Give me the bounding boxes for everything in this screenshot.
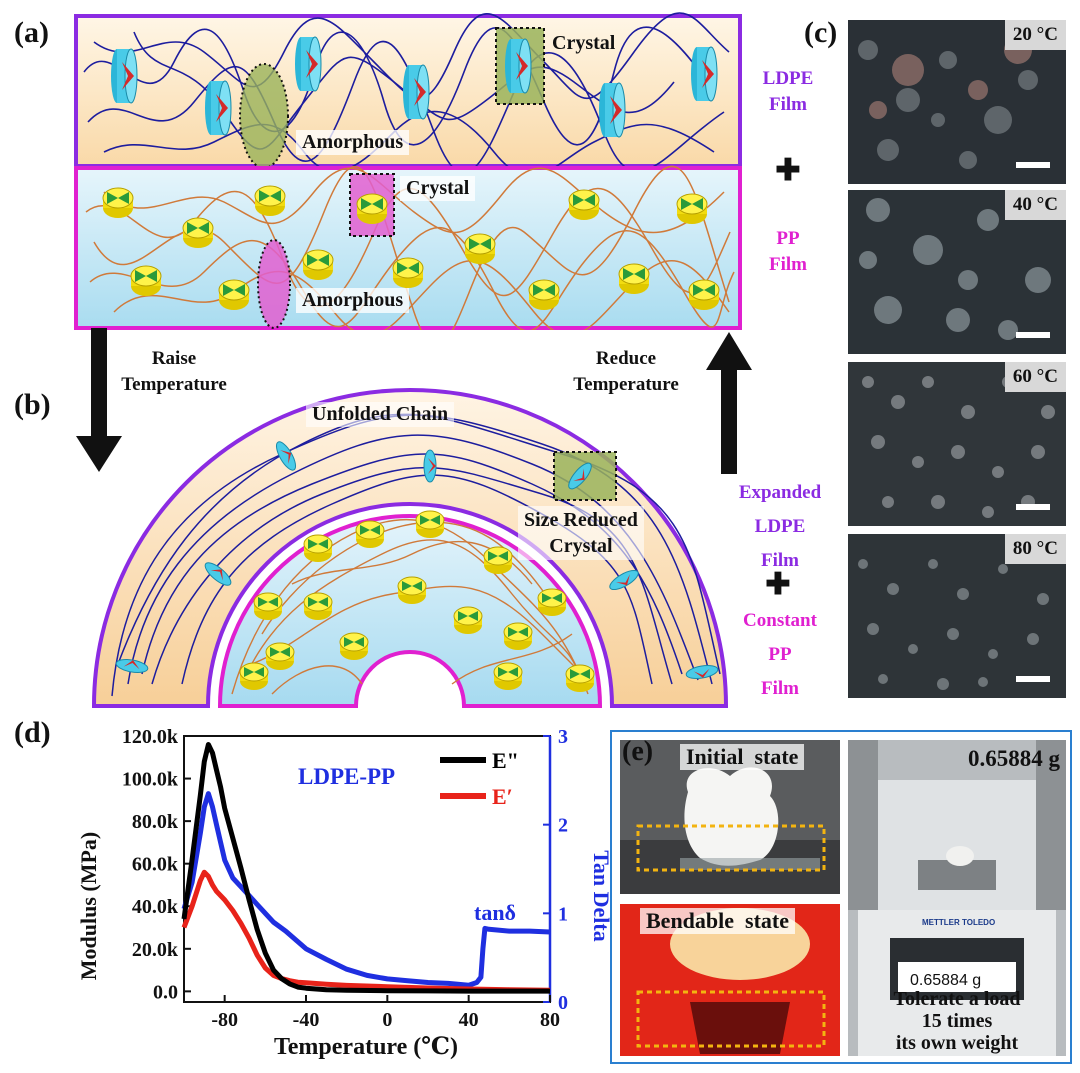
reduce-arrow-icon bbox=[706, 332, 752, 474]
micrograph-texture bbox=[848, 534, 1066, 698]
x-tick-label: 40 bbox=[459, 1009, 479, 1031]
balance-photo: METTLER TOLEDO 0.65884 g 0.65884 g Toler… bbox=[848, 740, 1066, 1056]
initial-state-photo: Initial state bbox=[620, 740, 840, 894]
raise-temperature-label: Raise Temperature bbox=[121, 348, 227, 395]
scale-bar bbox=[1016, 162, 1050, 168]
mass-reading: 0.65884 g bbox=[968, 746, 1060, 771]
constant-pp-film-label: Constant PP Film bbox=[743, 610, 817, 699]
panel-label-b: (b) bbox=[14, 388, 51, 421]
series-lines bbox=[181, 742, 551, 994]
micrograph-temp-20: 20 °C bbox=[1004, 20, 1066, 50]
micrograph-texture bbox=[848, 20, 1066, 184]
scale-bar bbox=[1016, 332, 1050, 338]
y-tick-label: 40.0k bbox=[132, 896, 179, 918]
ldpe-amorphous-label: Amorphous bbox=[296, 130, 410, 155]
balance-scene bbox=[848, 740, 1066, 1056]
plus-icon: ✚ bbox=[775, 154, 801, 187]
legend: E" E′ bbox=[440, 748, 519, 809]
y-tick-label: 20.0k bbox=[132, 939, 179, 961]
scale-bar bbox=[1016, 676, 1050, 682]
expanded-ldpe-film-label: Expanded LDPE Film bbox=[738, 482, 822, 571]
micrograph-temp-40: 40 °C bbox=[1004, 190, 1066, 220]
y-tick-label: 80.0k bbox=[132, 811, 179, 833]
load-caption: Tolerate a load 15 times its own weight bbox=[893, 988, 1021, 1054]
x-tick-label: 80 bbox=[540, 1009, 560, 1031]
series-tan-delta bbox=[181, 791, 551, 988]
tan-delta-label: tanδ bbox=[474, 900, 516, 925]
balance-display-reading: 0.65884 g bbox=[910, 972, 982, 989]
micrograph-20c: 20 °C bbox=[848, 20, 1066, 184]
ldpe-amorphous-region bbox=[239, 63, 289, 169]
series-e-double-prime bbox=[181, 742, 550, 994]
size-reduced-crystal-label: Size Reduced Crystal bbox=[518, 506, 644, 560]
dma-chart: 0.0 20.0k 40.0k 60.0k 80.0k 100.0k 120.0k 0 1 2 3… bbox=[76, 726, 610, 1060]
panel-label-e: (e) bbox=[622, 736, 654, 767]
x-tick-label: 0 bbox=[382, 1009, 392, 1031]
series-e-prime bbox=[181, 869, 551, 993]
chart-annotation: LDPE-PP bbox=[298, 764, 395, 789]
panel-label-a: (a) bbox=[14, 16, 49, 49]
bendable-state-photo: Bendable state bbox=[620, 904, 840, 1056]
panel-label-d: (d) bbox=[14, 716, 51, 749]
x-tick-label: -80 bbox=[211, 1009, 238, 1031]
plot-frame bbox=[183, 735, 552, 1003]
y-axis-ticks: 0.0 20.0k 40.0k 60.0k 80.0k 100.0k 120.0k bbox=[122, 726, 191, 1003]
bendable-state-label: Bendable state bbox=[640, 908, 795, 934]
scale-bar bbox=[1016, 504, 1050, 510]
initial-state-label: Initial state bbox=[680, 744, 805, 770]
micrograph-40c: 40 °C bbox=[848, 190, 1066, 354]
ldpe-crystal-label: Crystal bbox=[552, 32, 616, 54]
micrograph-temp-80: 80 °C bbox=[1004, 534, 1066, 564]
x-tick-label: -40 bbox=[293, 1009, 320, 1031]
balance-brand: METTLER TOLEDO bbox=[922, 918, 996, 927]
y-tick-label: 100.0k bbox=[122, 769, 179, 791]
y-tick-label: 60.0k bbox=[132, 854, 179, 876]
x-axis-ticks: -80 -40 0 40 80 bbox=[211, 995, 560, 1031]
micrograph-temp-60: 60 °C bbox=[1004, 362, 1066, 392]
y2-tick-label: 0 bbox=[558, 992, 568, 1014]
panel-a-diagram bbox=[74, 12, 742, 330]
y-axis-title: Modulus (MPa) bbox=[76, 832, 101, 981]
raise-arrow-icon bbox=[76, 328, 122, 472]
panel-label-c: (c) bbox=[804, 16, 838, 49]
y2-axis-title: Tan Delta bbox=[589, 850, 610, 941]
y2-tick-label: 1 bbox=[558, 903, 568, 925]
y-tick-label: 0.0 bbox=[153, 981, 178, 1003]
y2-tick-label: 3 bbox=[558, 726, 568, 748]
plus-icon-b: ✚ bbox=[765, 568, 791, 601]
pp-amorphous-region bbox=[257, 239, 291, 329]
x-axis-title: Temperature (℃) bbox=[274, 1034, 458, 1060]
micrograph-60c: 60 °C bbox=[848, 362, 1066, 526]
y2-tick-label: 2 bbox=[558, 815, 568, 837]
y-tick-label: 120.0k bbox=[122, 726, 179, 748]
reduce-temperature-label: Reduce Temperature bbox=[573, 348, 679, 395]
y2-axis-ticks: 0 1 2 3 bbox=[543, 726, 568, 1014]
ldpe-film-label: LDPE Film bbox=[762, 68, 814, 115]
legend-label-e-prime: E′ bbox=[492, 784, 513, 809]
pp-crystal-label: Crystal bbox=[400, 176, 476, 201]
legend-label-e-double-prime: E" bbox=[492, 748, 519, 773]
panel-e-frame: Initial state (e) Bendable state METTLER… bbox=[610, 730, 1072, 1064]
pp-amorphous-label: Amorphous bbox=[296, 288, 410, 313]
unfolded-chain-label: Unfolded Chain bbox=[306, 402, 455, 427]
pp-film-label: PP Film bbox=[769, 228, 807, 275]
micrograph-80c: 80 °C bbox=[848, 534, 1066, 698]
